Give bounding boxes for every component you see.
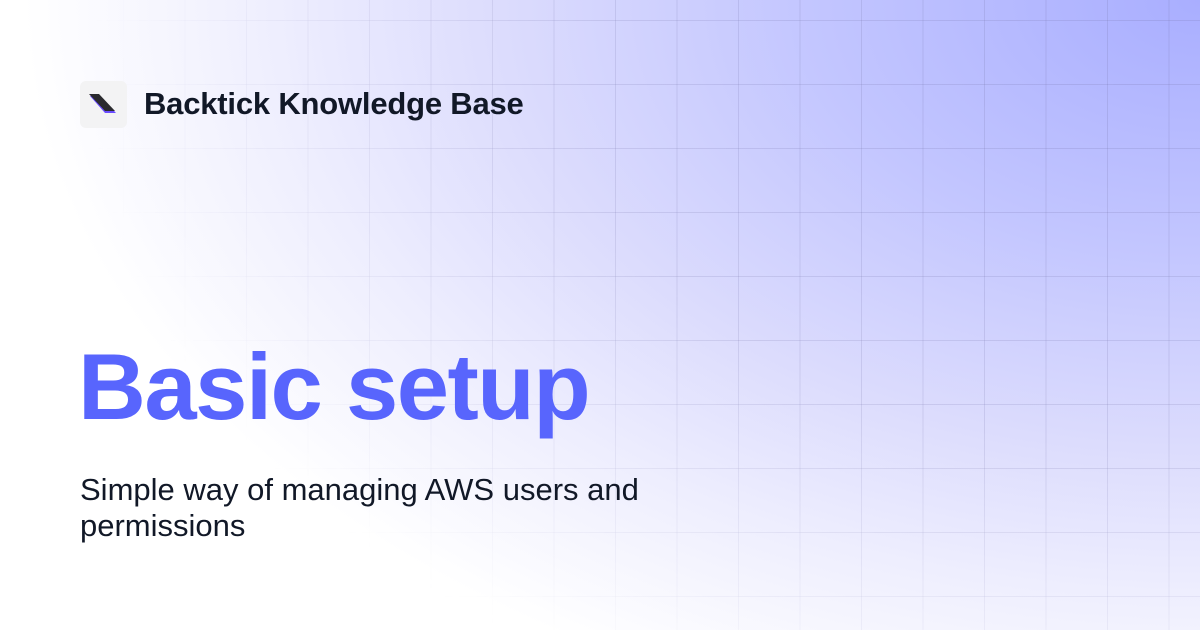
page-title: Basic setup	[78, 334, 591, 439]
brand-header: Backtick Knowledge Base	[80, 80, 524, 128]
brand-name: Backtick Knowledge Base	[144, 86, 524, 121]
page-subtitle: Simple way of managing AWS users and per…	[80, 472, 639, 543]
backtick-logo-icon	[80, 80, 127, 128]
